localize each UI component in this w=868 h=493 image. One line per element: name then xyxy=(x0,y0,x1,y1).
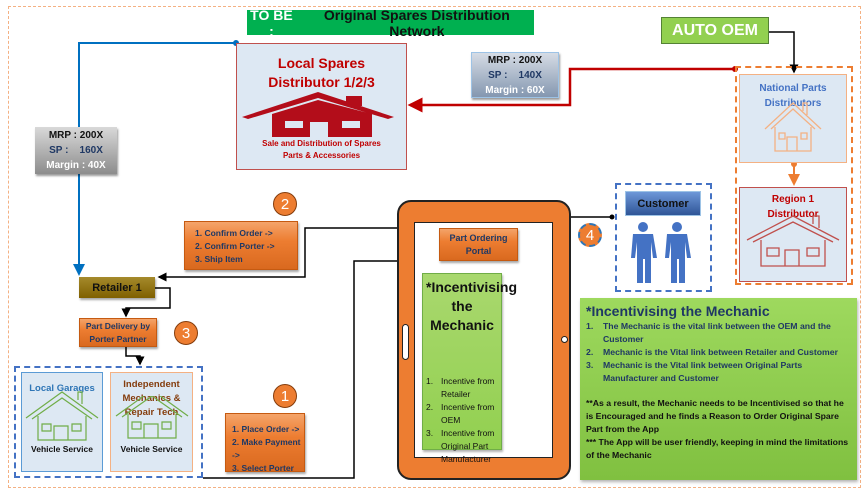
house-icon xyxy=(764,102,822,152)
portal-retailer-connector xyxy=(157,227,439,282)
step-1-badge: 1 xyxy=(273,384,297,408)
customer-label: Customer xyxy=(625,191,701,216)
oem-connector xyxy=(769,31,799,74)
auto-oem-box: AUTO OEM xyxy=(661,17,769,44)
red-connector xyxy=(407,67,735,113)
outer-border xyxy=(8,6,861,488)
list-item: 3.Mechanic is the Vital link between Ori… xyxy=(586,360,803,383)
list-item: 2.Incentive from OEM xyxy=(426,402,495,425)
step-1-actions: 1. Place Order ->2. Make Payment ->3. Se… xyxy=(225,413,305,473)
local-spares-distributor-box: Local Spares Distributor 1/2/3 Sale and … xyxy=(236,43,407,170)
price-box-national: MRP : 200X SP : 140X Margin : 60X xyxy=(471,52,559,98)
retailer-delivery-connector xyxy=(121,287,171,318)
people-icon xyxy=(631,222,691,283)
house-icon xyxy=(25,391,99,441)
tablet-side-button xyxy=(402,324,409,360)
house-icon xyxy=(746,215,840,267)
step-2-actions: 1. Confirm Order ->2. Confirm Porter ->3… xyxy=(184,221,298,270)
distributor-group xyxy=(735,66,853,285)
blue-connector xyxy=(73,42,236,276)
house-icon xyxy=(241,92,394,137)
list-item: 1.The Mechanic is the vital link between… xyxy=(586,321,831,344)
mechanics-group xyxy=(14,366,203,478)
national-parts-distributors-box: National Parts Distributors xyxy=(739,74,847,163)
tablet-home-button xyxy=(561,336,568,343)
step-3-badge: 3 xyxy=(174,321,198,345)
step-2-badge: 2 xyxy=(273,192,297,216)
list-item: 1.Incentive from Retailer xyxy=(426,376,495,399)
list-item: 3.Incentive from Original Part Manufactu… xyxy=(426,428,495,464)
price-box-local: MRP : 200X SP : 160X Margin : 40X xyxy=(35,127,117,174)
customer-group xyxy=(615,183,712,292)
incentive-info-box: *Incentivising the Mechanic 1.The Mechan… xyxy=(580,298,857,480)
retailer-1-box: Retailer 1 xyxy=(79,277,155,298)
region-1-distributor-box: Region 1 Distributor xyxy=(739,187,847,282)
mechanics-portal-connector xyxy=(203,256,439,479)
page-title: TO BE : Original Spares Distribution Net… xyxy=(247,7,534,39)
tablet-incentive-list: 1.Incentive from Retailer 2.Incentive fr… xyxy=(426,375,498,466)
local-garages-box: Local Garages Vehicle Service xyxy=(21,372,103,472)
incentive-list: 1.The Mechanic is the vital link between… xyxy=(586,320,851,385)
house-icon xyxy=(115,396,188,439)
tablet-incentive-box: *Incentivising the Mechanic 1.Incentive … xyxy=(422,273,517,464)
delivery-mechanics-connector xyxy=(125,347,145,366)
list-item: 2.Mechanic is the Vital link between Ret… xyxy=(586,347,838,357)
step-4-badge: 4 xyxy=(578,223,602,247)
independent-mechanics-box: Independent Mechanics & Repair Tech Vehi… xyxy=(110,372,193,472)
